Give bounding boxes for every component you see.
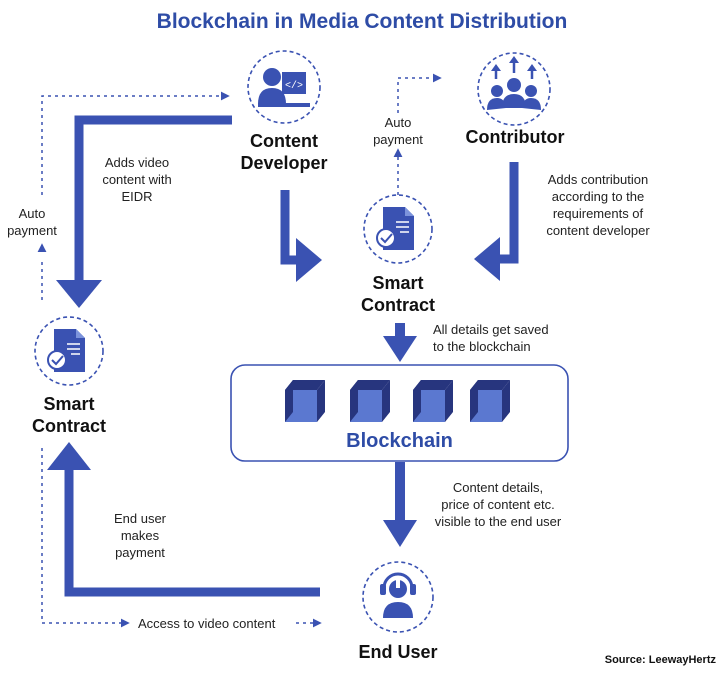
note-content-details: Content details, price of content etc. v… — [418, 479, 578, 530]
note-details-saved-line: All details get saved — [433, 322, 549, 337]
note-adds-video: Adds video content with EIDR — [94, 154, 180, 205]
note-adds-contribution-line: according to the — [551, 189, 645, 204]
smart-contract-left-label: Smart Contract — [10, 393, 128, 437]
note-auto-payment-center-line: Auto — [384, 115, 412, 130]
arrow-blockchain-to-end-user — [383, 462, 417, 547]
content-developer-label: Content Developer — [224, 130, 344, 174]
svg-text:</>: </> — [285, 80, 303, 92]
note-end-user-payment-line: payment — [115, 545, 165, 560]
note-auto-payment-left-line: payment — [7, 223, 57, 238]
contributor-label: Contributor — [450, 126, 580, 148]
note-auto-payment-center: Auto payment — [368, 114, 428, 148]
note-auto-payment-left-line: Auto — [18, 206, 46, 221]
user-headset-icon — [362, 561, 434, 633]
note-end-user-payment-line: makes — [120, 528, 160, 543]
note-adds-video-line: content with — [102, 172, 172, 187]
note-adds-video-line: Adds video — [104, 155, 170, 170]
source-credit: Source: LeewayHertz — [604, 654, 716, 666]
arrow-contract-to-blockchain — [383, 323, 417, 362]
block-cube — [285, 380, 325, 422]
end-user-line1: End User — [358, 642, 438, 662]
note-adds-video-line: EIDR — [121, 189, 153, 204]
content-developer-line1: Content — [250, 131, 318, 151]
arrow-developer-to-left-contract — [56, 115, 232, 308]
note-end-user-payment: End user makes payment — [100, 510, 180, 561]
contributor-line1: Contributor — [465, 127, 565, 147]
note-details-saved: All details get saved to the blockchain — [433, 321, 593, 355]
note-end-user-payment-line: End user — [113, 511, 167, 526]
note-details-saved-line: to the blockchain — [433, 339, 531, 354]
group-people-icon — [477, 52, 551, 126]
developer-laptop-icon: </> — [247, 50, 321, 124]
note-auto-payment-left: Auto payment — [4, 205, 60, 239]
blockchain-label: Blockchain — [346, 430, 453, 452]
smart-contract-center-line2: Contract — [360, 295, 435, 315]
smart-contract-center-line1: Smart — [372, 273, 424, 293]
note-access-video: Access to video content — [138, 616, 276, 631]
note-content-details-line: visible to the end user — [434, 514, 562, 529]
dotted-auto-payment-left — [37, 91, 230, 300]
note-adds-contribution-line: content developer — [546, 223, 650, 238]
blockchain-blocks — [285, 380, 510, 422]
note-auto-payment-center-line: payment — [373, 132, 423, 147]
note-adds-contribution-line: requirements of — [552, 206, 644, 221]
smart-contract-center-label: Smart Contract — [338, 272, 458, 316]
note-content-details-line: price of content etc. — [441, 497, 555, 512]
note-adds-contribution-line: Adds contribution — [547, 172, 649, 187]
diagram-title: Blockchain in Media Content Distribution — [156, 10, 568, 33]
dotted-access-video — [41, 448, 322, 628]
contract-document-icon — [363, 194, 433, 264]
arrow-contributor-to-center-contract — [474, 162, 519, 281]
end-user-label: End User — [338, 641, 458, 663]
arrow-end-user-to-left-contract — [47, 442, 320, 597]
dotted-auto-payment-center — [393, 73, 442, 195]
note-content-details-line: Content details, — [452, 480, 544, 495]
contract-document-icon — [34, 316, 104, 386]
block-cube — [470, 380, 510, 422]
arrow-developer-to-center-contract — [280, 190, 322, 282]
note-adds-contribution: Adds contribution according to the requi… — [530, 171, 666, 239]
content-developer-line2: Developer — [240, 153, 328, 173]
block-cube — [350, 380, 390, 422]
block-cube — [413, 380, 453, 422]
smart-contract-left-line1: Smart — [43, 394, 95, 414]
smart-contract-left-line2: Contract — [31, 416, 106, 436]
